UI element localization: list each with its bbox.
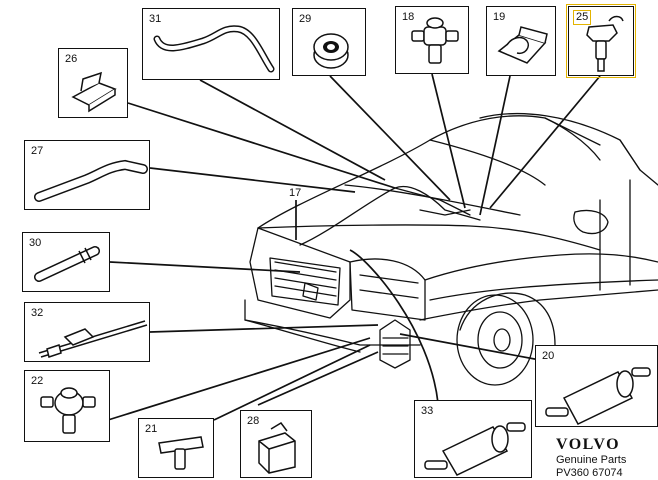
check-valve-icon: [40, 387, 96, 434]
brand-line-2: PV360 67074: [556, 467, 623, 479]
callout-box-21: 21: [138, 418, 214, 478]
callout-box-20: 20: [535, 345, 658, 427]
callout-box-18: 18: [395, 6, 469, 74]
callout-number: 28: [247, 415, 260, 427]
hood-label: 17: [289, 187, 302, 199]
callout-box-28: 28: [240, 410, 312, 478]
grommet-icon: [313, 33, 349, 69]
clip-icon: [258, 422, 296, 474]
hose-clip-icon: [497, 26, 548, 64]
brand-line-1: Genuine Parts: [556, 454, 627, 466]
brand-block: VOLVO Genuine Parts PV360 67074: [556, 436, 626, 480]
callout-number: 31: [149, 13, 162, 25]
callout-number: 33: [421, 405, 434, 417]
callout-box-27: 27: [24, 140, 150, 210]
hose-icon: [153, 25, 275, 73]
callout-box-26: 26: [58, 48, 128, 118]
callout-number: 29: [299, 13, 312, 25]
filter-icon: [424, 422, 526, 476]
hose-straight-icon: [34, 246, 100, 282]
tee-connector-icon: [158, 436, 204, 470]
callout-box-19: 19: [486, 6, 556, 76]
callout-number: 22: [31, 375, 44, 387]
callout-number: 25: [573, 10, 592, 25]
callout-box-32: 32: [24, 302, 150, 362]
callout-box-22: 22: [24, 370, 110, 442]
callout-box-31: 31: [142, 8, 280, 80]
callout-number: 27: [31, 145, 44, 157]
callout-number: 32: [31, 307, 44, 319]
callout-box-33: 33: [414, 400, 532, 478]
callout-number: 20: [542, 350, 555, 362]
callout-number: 26: [65, 53, 78, 65]
callout-box-29: 29: [292, 8, 366, 76]
hose-holder-icon: [38, 320, 148, 358]
filter-icon: [545, 367, 651, 425]
callout-box-25: 25: [566, 4, 636, 78]
brand-name: VOLVO: [556, 436, 621, 453]
callout-number: 30: [29, 237, 42, 249]
washer-nozzle-icon: [586, 15, 624, 72]
callout-number: 21: [145, 423, 158, 435]
callout-number: 18: [402, 11, 415, 23]
hose-elbow-icon: [34, 159, 148, 202]
bracket-icon: [71, 71, 117, 113]
check-valve-tee-icon: [411, 17, 459, 64]
callout-number: 19: [493, 11, 506, 23]
callout-box-30: 30: [22, 232, 110, 292]
